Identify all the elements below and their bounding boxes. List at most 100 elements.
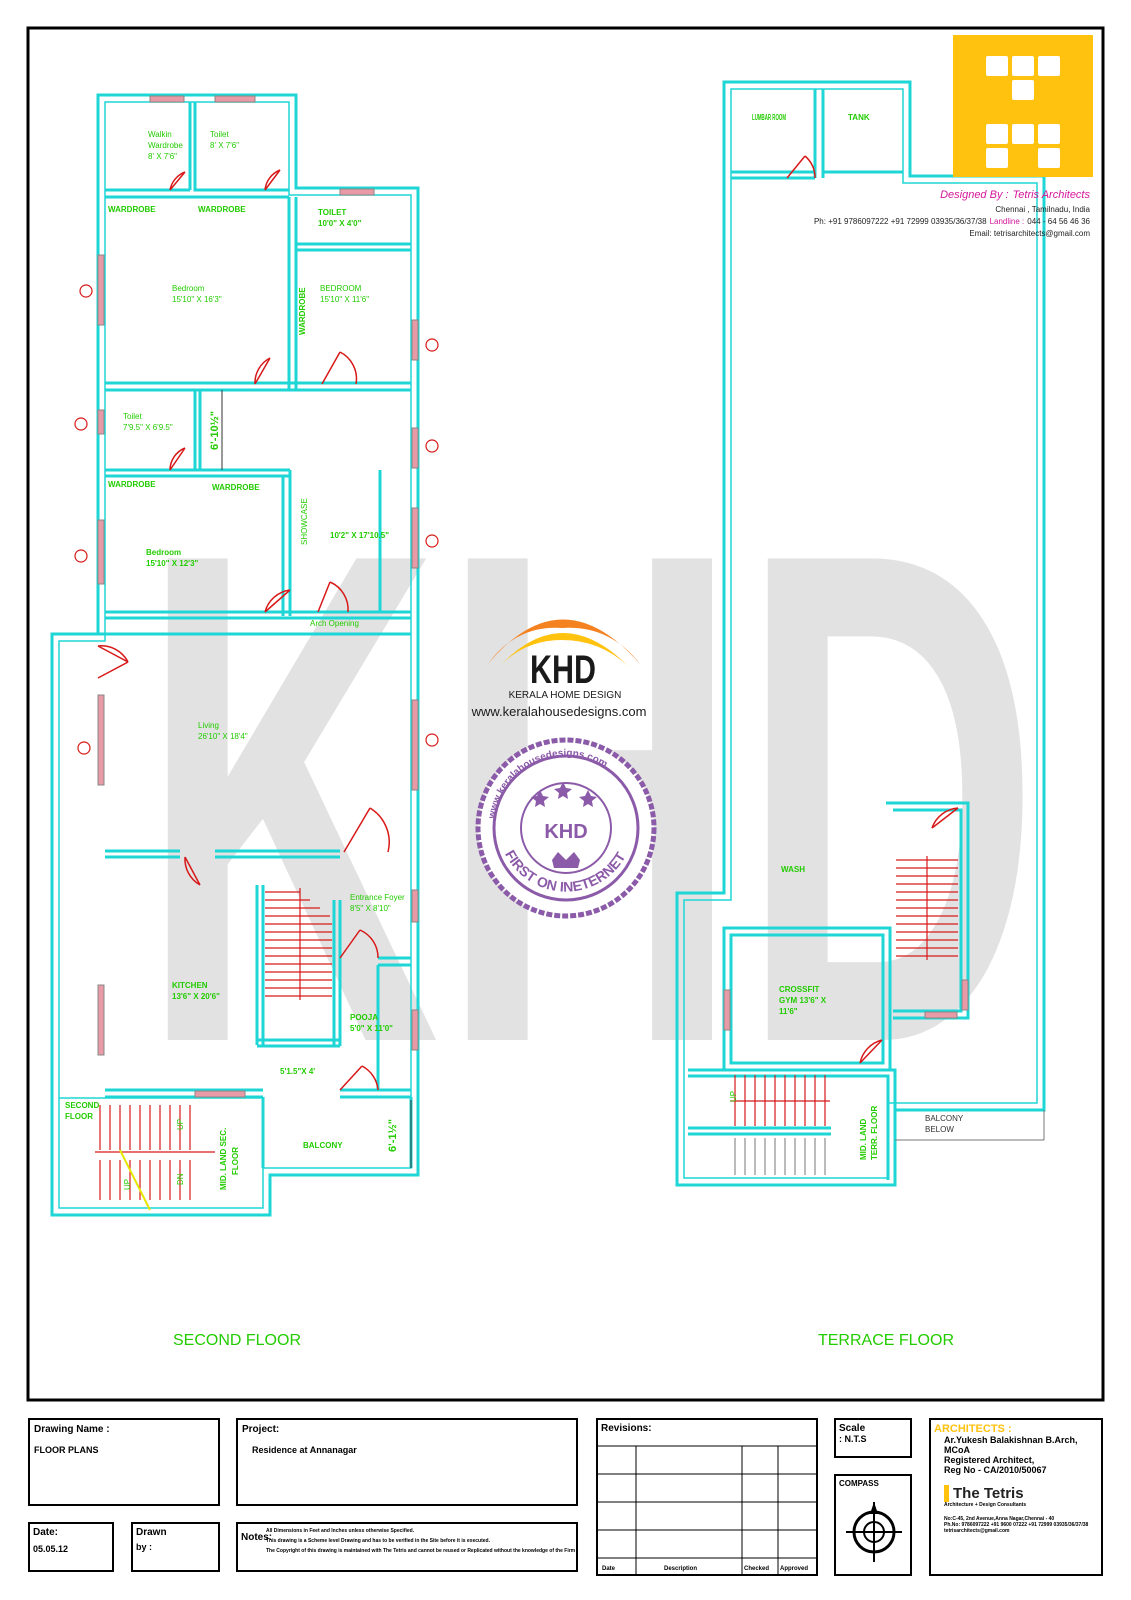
firm-addr-3: tetrisarchitects@gmail.com [944,1528,1010,1534]
window [97,694,105,786]
tb-date: Date: 05.05.12 [28,1522,114,1572]
phone: Ph: +91 9786097222 +91 72999 03935/36/37… [814,217,987,226]
walkin-wardrobe-wall [105,102,289,192]
stamp-khd: KHD [544,821,587,843]
door-swing [254,357,271,385]
rev-col-checked: Checked [744,1566,770,1572]
door-swing [339,929,379,959]
compass-label: COMPASS [839,1479,879,1488]
revisions-label: Revisions: [601,1423,652,1434]
notes-label: Notes: [241,1532,273,1543]
logo-block [986,124,1008,144]
window [97,519,105,585]
marker [74,549,88,563]
door-swing [169,171,186,191]
room-label: MID. LAND [859,1118,868,1160]
logo-block [986,148,1008,168]
tb-revisions: Revisions: Date Description Checked Appr… [596,1418,818,1576]
window [411,889,419,923]
door-swing [339,1065,379,1091]
door-swing [343,807,390,853]
midland-wall [688,1068,897,1180]
logo-block [1038,148,1060,168]
door-swing [859,1039,883,1064]
room-label: 5'1.5"X 4' [280,1067,315,1076]
room-dim: 5'0" X 11'0" [350,1024,393,1033]
doors [97,169,390,1091]
window [214,95,256,103]
designed-by: Designed By :Tetris Architects [940,189,1090,201]
marker [425,338,439,352]
bedroom3-wall [105,470,411,620]
stair-dn: DN [176,1173,185,1185]
firm-addr-1: No:C-45, 2nd Avenue,Anna Nagar,Chennai -… [944,1516,1055,1522]
stair-up: UP [729,1091,738,1102]
room-label: WARDROBE [108,480,156,489]
tb-drawn: Drawn by : [131,1522,220,1572]
window [97,254,105,326]
revisions-grid [598,1445,816,1576]
door-swing [264,169,281,191]
city: Chennai , Tamilnadu, India [995,205,1090,214]
window [411,1009,419,1051]
toilet2-wall [296,242,411,252]
window [723,989,731,1031]
compass-icon [846,1502,902,1562]
room-label: WARDROBE [198,205,246,214]
hall-wall [288,470,382,616]
terrace-doors [786,155,959,1064]
email: Email: tetrisarchitects@gmail.com [969,229,1090,238]
room-label: LUMBAR ROOM [752,113,786,122]
room-dim: 8' X 7'6" [210,141,239,150]
door-swing [317,581,349,613]
room-label: Bedroom [146,548,181,557]
rev-col-date: Date [602,1566,616,1572]
tb-architects: ARCHITECTS : Ar.Yukesh Balakishnan B.Arc… [929,1418,1103,1576]
window [411,319,419,361]
stamp-star [531,790,549,807]
room-labels: Walkin Wardrobe 8' X 7'6" Toilet 8' X 7'… [65,113,879,1190]
firm-logo-text: The Tetris [944,1485,1098,1502]
marker [425,733,439,747]
door-swing [169,447,186,471]
living-wall [98,632,411,859]
room-label: TOILET [318,208,346,217]
date-value: 05.05.12 [33,1544,69,1554]
room-label: BALCONY [303,1141,343,1150]
windows [97,95,419,1098]
tb-compass: COMPASS [834,1474,912,1576]
stamp-crown [552,852,580,868]
door-swing [931,807,959,829]
note-2: This drawing is a Scheme level Drawing a… [266,1538,490,1544]
room-dim: 13'6" X 20'6" [172,992,220,1001]
room-label: WARDROBE [212,483,260,492]
tetris-logo [953,35,1093,177]
terrace-stairs-gray [734,1110,1045,1175]
tb-drawing-name: Drawing Name : FLOOR PLANS [28,1418,220,1506]
room-label: Toilet [123,412,142,421]
bedroom-wall [105,195,411,392]
firm-addr-2: Ph.No: 9786097222 +91 9600 07222 +91 729… [944,1522,1089,1528]
room-label: WARDROBE [108,205,156,214]
room-label: Living [198,721,219,730]
firm-sub: Architecture + Design Consultants [944,1502,1027,1508]
room-label: FLOOR [231,1147,240,1175]
stair-up: UP [176,1119,185,1130]
room-label: Entrance Foyer [350,893,405,902]
stair-wall [255,885,342,1048]
room-dim: 15'10" X 11'6" [320,295,369,304]
door-swing [321,351,358,385]
room-label: TERR. FLOOR [870,1106,879,1160]
stairs-main [265,888,332,1000]
room-label: Bedroom [172,284,205,293]
room-label: Wardrobe [148,141,183,150]
room-label: Walkin [148,130,172,139]
stair-up: UP [123,1179,132,1190]
room-label: 11'6" [779,1007,798,1016]
room-label: WASH [781,865,805,874]
door-swing [184,856,201,886]
room-label: 10'2" X 17'10.5" [330,531,389,540]
drawing-name-label: Drawing Name : [34,1424,110,1435]
room-label: FLOOR [65,1112,93,1121]
